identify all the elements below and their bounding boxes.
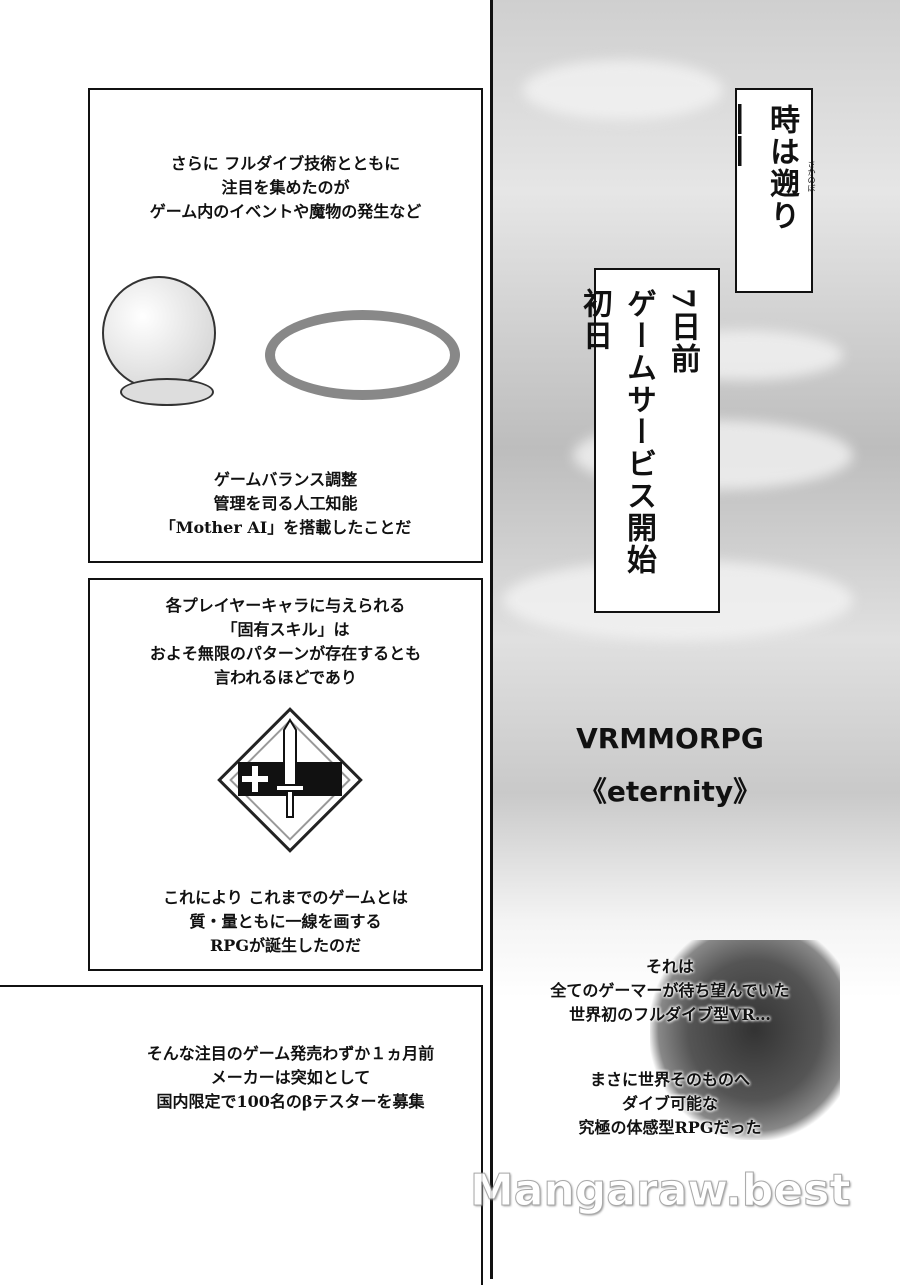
narration-text: 時は遡り―― <box>724 104 799 232</box>
narration-line: 7日前 <box>665 288 700 375</box>
watermark: Mangaraw.best <box>470 1165 851 1217</box>
narration-box-date: 7日前 ゲームサービス開始初日 <box>577 268 720 613</box>
right-caption-a: それは全てのゲーマーが待ち望んでいた世界初のフルダイブ型VR… <box>550 957 790 1024</box>
orb-stand-illustration <box>120 378 214 406</box>
panel-mother-ai: さらに フルダイブ技術とともに注目を集めたのがゲーム内のイベントや魔物の発生など… <box>88 88 483 563</box>
caption-bottom: ゲームバランス調整管理を司る人工知能「Mother AI」を搭載したことだ <box>159 470 412 537</box>
panel-beta-tester: そんな注目のゲーム発売わずか１ヵ月前メーカーは突如として国内限定で100名のβテ… <box>0 985 483 1285</box>
caption-top: さらに フルダイブ技術とともに注目を集めたのがゲーム内のイベントや魔物の発生など <box>149 154 422 221</box>
caption-top: 各プレイヤーキャラに与えられる「固有スキル」はおよそ無限のパターンが存在するとも… <box>149 596 422 687</box>
game-genre-title: VRMMORPG <box>576 722 764 755</box>
skill-emblem-icon <box>217 707 363 853</box>
narration-box-time: 時は遡り―― <box>724 88 813 293</box>
orb-device-illustration <box>102 276 216 390</box>
panel-unique-skill: 各プレイヤーキャラに与えられる「固有スキル」はおよそ無限のパターンが存在するとも… <box>88 578 483 971</box>
tree-illustration <box>650 940 840 1140</box>
headset-illustration <box>265 310 460 400</box>
narration-line: ゲームサービス開始初日 <box>577 288 656 576</box>
caption: そんな注目のゲーム発売わずか１ヵ月前メーカーは突如として国内限定で100名のβテ… <box>146 1044 435 1111</box>
right-caption-b: まさに世界そのものへダイブ可能な究極の体感型RPGだった <box>578 1070 762 1137</box>
ruby-text: さかのぼ <box>807 160 816 192</box>
game-name-title: 《eternity》 <box>578 775 762 808</box>
